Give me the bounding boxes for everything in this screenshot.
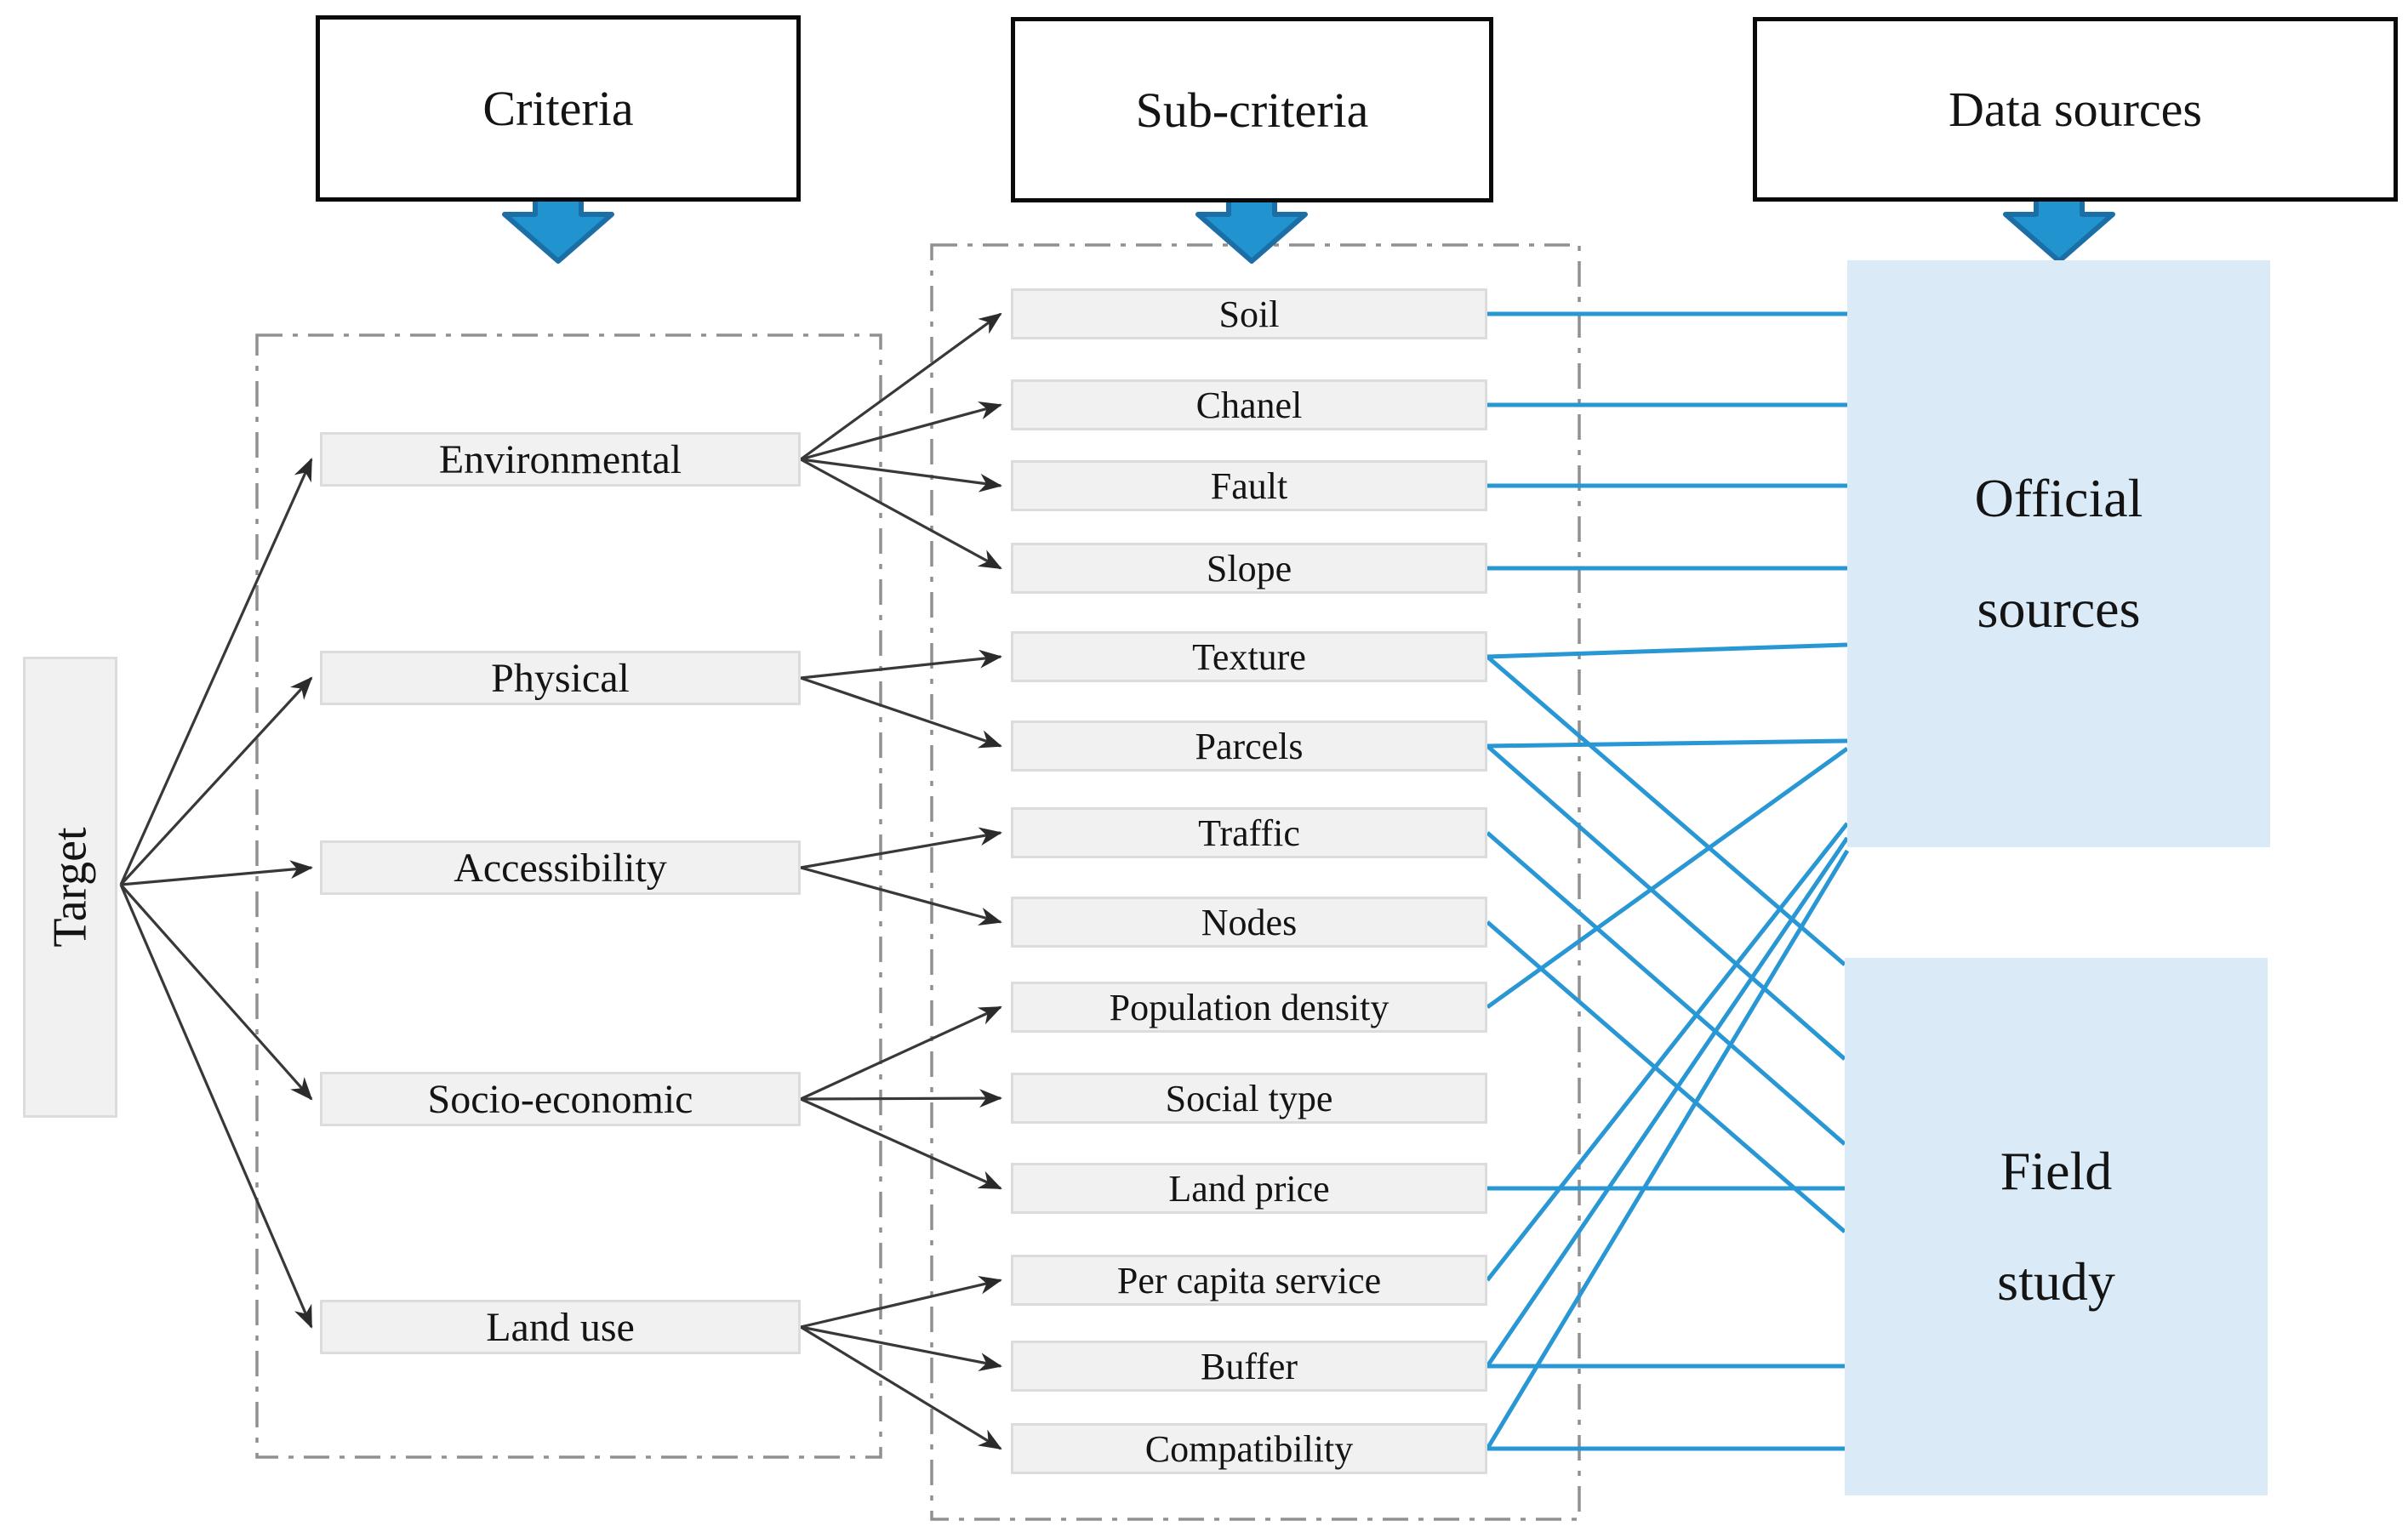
sub-criteria-label: Parcels [1195,725,1304,767]
arrow-environmental-to-chanel [800,401,1002,461]
arrow-environmental-to-fault [800,458,1002,493]
sub-criteria-box-nodes: Nodes [1011,897,1487,948]
sub-criteria-label: Buffer [1200,1345,1298,1387]
connector-per_capita_service-to-official [1486,822,1849,1282]
sub-criteria-box-social_type: Social type [1011,1073,1487,1124]
sub-criteria-box-population_density: Population density [1011,982,1487,1033]
arrow-environmental-to-soil [800,312,1002,461]
connector-traffic-to-field [1486,831,1846,1146]
criteria-box-physical: Physical [320,651,801,705]
criteria-label: Land use [486,1304,635,1350]
sub-criteria-label: Fault [1210,464,1288,507]
arrow-land_use-to-buffer [800,1325,1002,1371]
sub-criteria-box-texture: Texture [1011,631,1487,682]
arrow-target-to-accessibility [120,860,313,886]
official-sources-label-line2: sources [1977,578,2141,639]
hierarchy-arrows [119,312,1002,1450]
sub-criteria-label: Texture [1192,635,1306,678]
arrow-land_use-to-compatibility [800,1325,1002,1450]
data-sources-header-box: Data sources [1753,17,2398,202]
sub-criteria-header-box: Sub-criteria [1011,17,1493,202]
arrow-target-to-land_use [119,884,313,1329]
sub-criteria-box-fault: Fault [1011,460,1487,511]
criteria-box-socio_economic: Socio-economic [320,1072,801,1126]
sub-criteria-label: Per capita service [1116,1259,1382,1301]
sub-criteria-box-slope: Slope [1011,543,1487,594]
criteria-header-box: Criteria [316,15,801,202]
sub-criteria-label: Land price [1168,1167,1330,1210]
sub-criteria-header-label: Sub-criteria [1135,82,1369,138]
criteria-header-label: Criteria [482,81,634,136]
connector-nodes-to-field [1486,920,1846,1233]
sub-criteria-label: Soil [1218,293,1280,335]
connector-compatibility-to-official [1485,849,1850,1450]
connector-parcels-to-official [1486,738,1848,749]
arrow-socio_economic-to-population_density [800,1005,1002,1101]
sub-criteria-box-compatibility: Compatibility [1011,1423,1487,1474]
connector-parcels-to-field [1486,744,1846,1061]
arrow-socio_economic-to-social_type [800,1089,1002,1108]
sub-criteria-label: Slope [1206,547,1292,589]
arrow-target-to-physical [119,676,313,886]
field-study-label-line1: Field [2000,1141,2113,1201]
arrow-environmental-to-slope [800,458,1002,570]
sub-criteria-label: Population density [1109,986,1389,1028]
sub-criteria-label: Chanel [1195,384,1303,426]
sub-criteria-label: Social type [1165,1077,1333,1119]
sub-criteria-box-chanel: Chanel [1011,379,1487,430]
arrow-accessibility-to-traffic [800,827,1002,869]
criteria-group-border [255,333,882,1459]
criteria-label: Physical [491,655,630,701]
criteria-label: Environmental [438,436,682,482]
sub-criteria-group-border [930,243,1581,1521]
sub-criteria-box-parcels: Parcels [1011,720,1487,772]
arrow-accessibility-to-nodes [800,866,1002,926]
criteria-label: Socio-economic [427,1076,693,1122]
connector-texture-to-official [1486,642,1848,659]
criteria-box-environmental: Environmental [320,432,801,487]
target-label: Target [43,827,97,948]
data-sources-header-label: Data sources [1949,82,2202,137]
sub-criteria-label: Nodes [1201,901,1298,943]
arrow-physical-to-texture [800,649,1002,680]
target-box: Target [23,657,117,1118]
sub-criteria-label: Compatibility [1144,1427,1354,1470]
criteria-box-accessibility: Accessibility [320,840,801,895]
connector-buffer-to-official [1485,836,1850,1368]
sub-criteria-label: Traffic [1198,812,1300,854]
sub-criteria-box-traffic: Traffic [1011,807,1487,858]
sub-criteria-box-soil: Soil [1011,288,1487,339]
official-sources-box: Official sources [1847,260,2270,847]
sub-criteria-box-land_price: Land price [1011,1163,1487,1214]
connector-population_density-to-official [1486,746,1849,1010]
arrow-land_use-to-per_capita_service [800,1275,1002,1329]
field-study-box: Field study [1845,958,2268,1495]
connector-texture-to-field [1486,655,1846,966]
field-study-label-line2: study [1997,1251,2115,1312]
arrow-socio_economic-to-land_price [800,1097,1002,1190]
criteria-box-land_use: Land use [320,1300,801,1354]
arrow-physical-to-parcels [800,676,1002,749]
criteria-label: Accessibility [454,845,667,891]
arrow-target-to-socio_economic [119,883,313,1101]
official-sources-label-line1: Official [1974,468,2143,528]
sub-criteria-box-buffer: Buffer [1011,1341,1487,1392]
sub-criteria-box-per_capita_service: Per capita service [1011,1255,1487,1306]
subcriteria-source-connectors [1485,311,1850,1451]
arrow-target-to-environmental [119,458,313,886]
